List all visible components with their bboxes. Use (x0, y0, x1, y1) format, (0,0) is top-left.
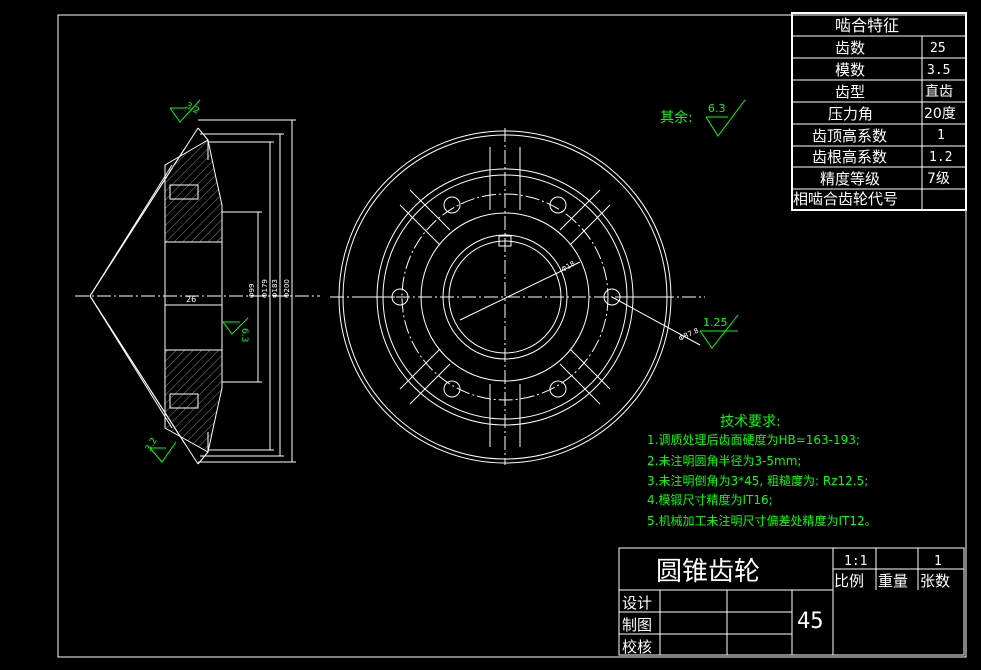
drawing-frame (57, 14, 967, 658)
count-label: 张数 (920, 572, 950, 590)
mesh-row-value: 1.2 (929, 150, 952, 165)
roughness-mark-top (169, 99, 201, 123)
dim-d2: Φ179 (261, 279, 269, 298)
mesh-row-label: 齿根高系数 (812, 148, 887, 166)
section-view (75, 127, 320, 465)
front-view (330, 128, 705, 465)
mesh-row-value: 25 (930, 41, 946, 56)
part-name: 圆锥齿轮 (656, 557, 760, 587)
scale-value: 1:1 (844, 554, 867, 569)
mesh-row-label: 压力角 (828, 105, 873, 123)
tech-list: 1.调质处理后齿面硬度为HB=163-193; 2.未注明圆角半径为3-5mm;… (647, 432, 877, 528)
roughness-right-value: 1.25 (703, 316, 728, 329)
scale-label: 比例 (834, 572, 864, 590)
tech-item: 2.未注明圆角半径为3-5mm; (647, 453, 801, 468)
tech-item: 4.模锻尺寸精度为IT16; (647, 492, 773, 507)
roughness-bore-value: 6.3 (239, 328, 249, 342)
mesh-row-label: 齿顶高系数 (812, 127, 887, 145)
check-label: 校核 (622, 638, 652, 656)
mesh-table (791, 12, 967, 211)
mesh-row-value: 7级 (927, 171, 950, 187)
mesh-table-title: 啮合特征 (835, 16, 899, 35)
roughness-mark-right (699, 314, 739, 349)
roughness-mark-bottom (149, 441, 177, 463)
remainder-value: 6.3 (708, 102, 726, 115)
mesh-row-label: 齿型 (835, 83, 865, 101)
tech-item: 1.调质处理后齿面硬度为HB=163-193; (647, 432, 860, 447)
dim-d1: Φ99 (248, 284, 256, 298)
weight-label: 重量 (878, 572, 908, 590)
mesh-row-label: 相啮合齿轮代号 (793, 190, 898, 208)
dim-d3: Φ183 (271, 279, 279, 298)
tech-item: 3.未注明倒角为3*45, 粗糙度为: Rz12.5; (647, 473, 868, 488)
mesh-row-value: 20度 (924, 106, 956, 122)
dim-d4: Φ200 (283, 279, 291, 298)
section-dimensions (165, 119, 296, 463)
dim-bore: Φ87.8 (677, 327, 700, 343)
mesh-row-value: 直齿 (925, 83, 953, 100)
tech-heading: 技术要求: (720, 414, 781, 430)
title-block (618, 547, 965, 656)
roughness-mark-bore (222, 317, 249, 335)
dim-hole: Φ18 (560, 260, 576, 274)
tech-item: 5.机械加工未注明尺寸偏差处精度为IT12。 (647, 513, 877, 528)
mesh-row-label: 精度等级 (820, 170, 880, 188)
roughness-bottom-value: 3.2 (144, 436, 160, 453)
mesh-row-label: 齿数 (835, 39, 865, 57)
mesh-row-value: 1 (937, 128, 945, 143)
drawing-label: 制图 (622, 616, 652, 634)
remainder-mark (705, 99, 746, 137)
remainder-label: 其余: (660, 109, 693, 126)
material: 45 (797, 609, 824, 634)
mesh-table-rows: 齿数 25 模数 3.5 齿型 直齿 压力角 20度 齿顶高系数 1 齿根高系数… (793, 39, 956, 208)
mesh-row-label: 模数 (835, 61, 865, 79)
dim-width: 26 (186, 295, 196, 304)
roughness-top-value: 3.2 (184, 101, 201, 117)
count-value: 1 (934, 554, 942, 569)
design-label: 设计 (622, 594, 652, 612)
mesh-row-value: 3.5 (927, 63, 950, 78)
